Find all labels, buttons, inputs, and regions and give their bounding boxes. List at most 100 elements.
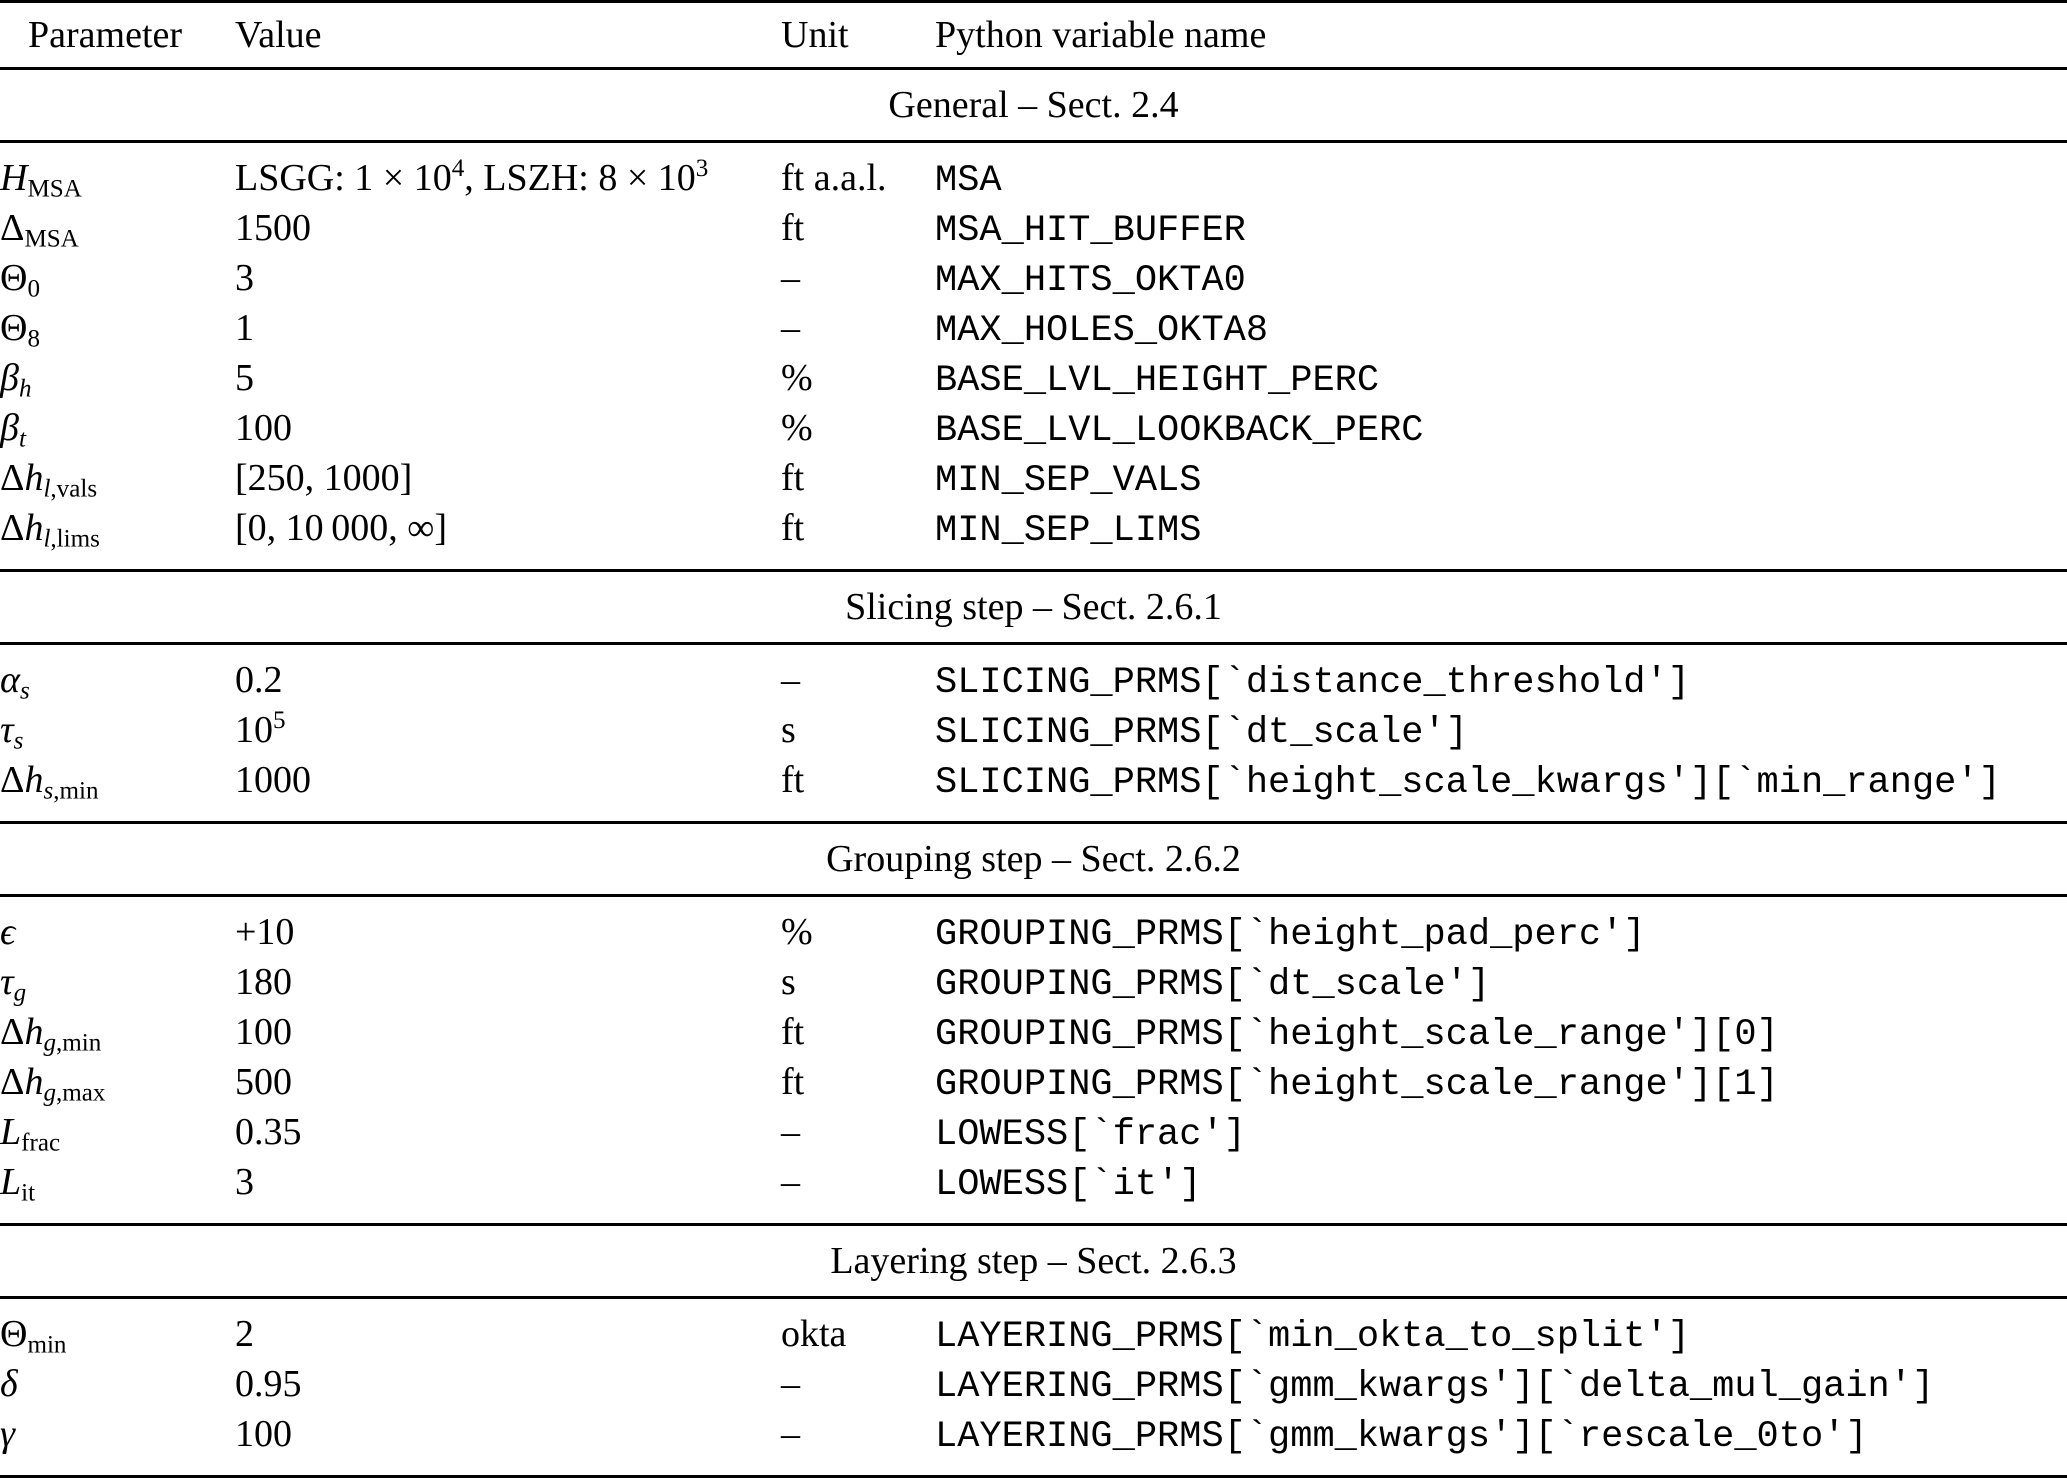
unit-cell: s (781, 709, 796, 751)
parameter-cell: HMSA (0, 157, 82, 203)
python-variable-cell: MIN_SEP_VALS (935, 460, 1202, 502)
python-variable-cell: BASE_LVL_LOOKBACK_PERC (935, 410, 1424, 452)
parameter-cell: δ (0, 1363, 18, 1405)
col-header-parameter: Parameter (0, 1, 235, 70)
value-cell: 5 (235, 357, 254, 399)
python-variable-cell: LAYERING_PRMS[`gmm_kwargs'][`rescale_0to… (935, 1416, 1868, 1458)
table-row: Δhg,min 100 ft GROUPING_PRMS[`height_scale_… (0, 1009, 2067, 1059)
section-title: Grouping step – Sect. 2.6.2 (0, 821, 2067, 897)
value-cell: 180 (235, 961, 292, 1003)
unit-cell: – (781, 1413, 800, 1455)
table-row: δ 0.95 – LAYERING_PRMS[`gmm_kwargs'][`delta… (0, 1361, 2067, 1411)
parameter-cell: Δhs,min (0, 759, 99, 805)
python-variable-cell: GROUPING_PRMS[`height_scale_range'][1] (935, 1064, 1779, 1106)
unit-cell: – (781, 307, 800, 349)
value-cell: 105 (235, 707, 286, 751)
parameter-cell: γ (0, 1413, 15, 1455)
table-row: Lit 3 – LOWESS[`it'] (0, 1159, 2067, 1225)
unit-cell: % (781, 357, 813, 399)
value-cell: 3 (235, 1161, 254, 1203)
value-cell: [250, 1000] (235, 457, 413, 499)
python-variable-cell: GROUPING_PRMS[`dt_scale'] (935, 964, 1491, 1006)
parameter-cell: Θ0 (0, 257, 40, 303)
col-header-value: Value (235, 1, 781, 70)
parameter-cell: Θ8 (0, 307, 40, 353)
unit-cell: – (781, 1111, 800, 1153)
python-variable-cell: MIN_SEP_LIMS (935, 510, 1202, 552)
python-variable-cell: MAX_HITS_OKTA0 (935, 260, 1246, 302)
python-variable-cell: BASE_LVL_HEIGHT_PERC (935, 360, 1380, 402)
value-cell: 500 (235, 1061, 292, 1103)
value-cell: 100 (235, 1011, 292, 1053)
parameter-cell: Δhg,min (0, 1011, 102, 1057)
section-header-row: Grouping step – Sect. 2.6.2 (0, 821, 2067, 897)
section-header-row: General – Sect. 2.4 (0, 67, 2067, 143)
unit-cell: – (781, 659, 800, 701)
header-row: Parameter Value Unit Python variable nam… (0, 1, 2067, 70)
value-cell: 0.95 (235, 1363, 302, 1405)
unit-cell: ft a.a.l. (781, 157, 887, 199)
unit-cell: ft (781, 457, 805, 499)
col-header-unit: Unit (781, 1, 935, 70)
unit-cell: – (781, 1161, 800, 1203)
table-row: Δhl,vals [250, 1000] ft MIN_SEP_VALS (0, 455, 2067, 505)
unit-cell: % (781, 407, 813, 449)
parameter-cell: βt (0, 407, 26, 453)
table-row: Θ8 1 – MAX_HOLES_OKTA8 (0, 305, 2067, 355)
unit-cell: – (781, 257, 800, 299)
table-row: βh 5% BASE_LVL_HEIGHT_PERC (0, 355, 2067, 405)
table-row: ϵ+10%GROUPING_PRMS[`height_pad_perc'] (0, 896, 2067, 960)
value-cell: 1000 (235, 759, 311, 801)
table-row: τg 180 s GROUPING_PRMS[`dt_scale'] (0, 959, 2067, 1009)
table-row: Δhl,lims [0, 10 000, ∞] ft MIN_SEP_LIMS (0, 505, 2067, 571)
parameter-cell: Lfrac (0, 1111, 61, 1157)
table-row: βt 100% BASE_LVL_LOOKBACK_PERC (0, 405, 2067, 455)
python-variable-cell: GROUPING_PRMS[`height_scale_range'][0] (935, 1014, 1779, 1056)
value-cell: 1500 (235, 207, 311, 249)
value-cell: 100 (235, 1413, 292, 1455)
parameter-cell: τg (0, 961, 27, 1007)
parameter-cell: Δhg,max (0, 1061, 106, 1107)
unit-cell: ft (781, 207, 805, 249)
table-header: Parameter Value Unit Python variable nam… (0, 1, 2067, 70)
unit-cell: okta (781, 1313, 847, 1355)
value-cell: 1 (235, 307, 254, 349)
unit-cell: s (781, 961, 796, 1003)
value-cell: +10 (235, 911, 295, 953)
unit-cell: ft (781, 507, 805, 549)
section-title: Layering step – Sect. 2.6.3 (0, 1223, 2067, 1299)
section-header-row: Layering step – Sect. 2.6.3 (0, 1223, 2067, 1299)
value-cell: [0, 10 000, ∞] (235, 507, 448, 549)
section-header-row: Slicing step – Sect. 2.6.1 (0, 569, 2067, 645)
python-variable-cell: MSA_HIT_BUFFER (935, 210, 1246, 252)
unit-cell: ft (781, 1061, 805, 1103)
python-variable-cell: SLICING_PRMS[`dt_scale'] (935, 712, 1468, 754)
python-variable-cell: LOWESS[`it'] (935, 1164, 1202, 1206)
python-variable-cell: MSA (935, 160, 1002, 202)
parameter-cell: Δhl,vals (0, 457, 98, 503)
unit-cell: % (781, 911, 813, 953)
parameter-cell: Δhl,lims (0, 507, 100, 553)
python-variable-cell: MAX_HOLES_OKTA8 (935, 310, 1269, 352)
value-cell: 100 (235, 407, 292, 449)
parameter-cell: βh (0, 357, 32, 403)
section-title: General – Sect. 2.4 (0, 67, 2067, 143)
parameter-cell: Θmin (0, 1313, 67, 1359)
python-variable-cell: LAYERING_PRMS[`gmm_kwargs'][`delta_mul_g… (935, 1366, 1935, 1408)
parameter-cell: Lit (0, 1161, 36, 1207)
unit-cell: – (781, 1363, 800, 1405)
value-cell: 0.35 (235, 1111, 302, 1153)
table-row: Δhg,max 500 ft GROUPING_PRMS[`height_scale_… (0, 1059, 2067, 1109)
unit-cell: ft (781, 1011, 805, 1053)
unit-cell: ft (781, 759, 805, 801)
